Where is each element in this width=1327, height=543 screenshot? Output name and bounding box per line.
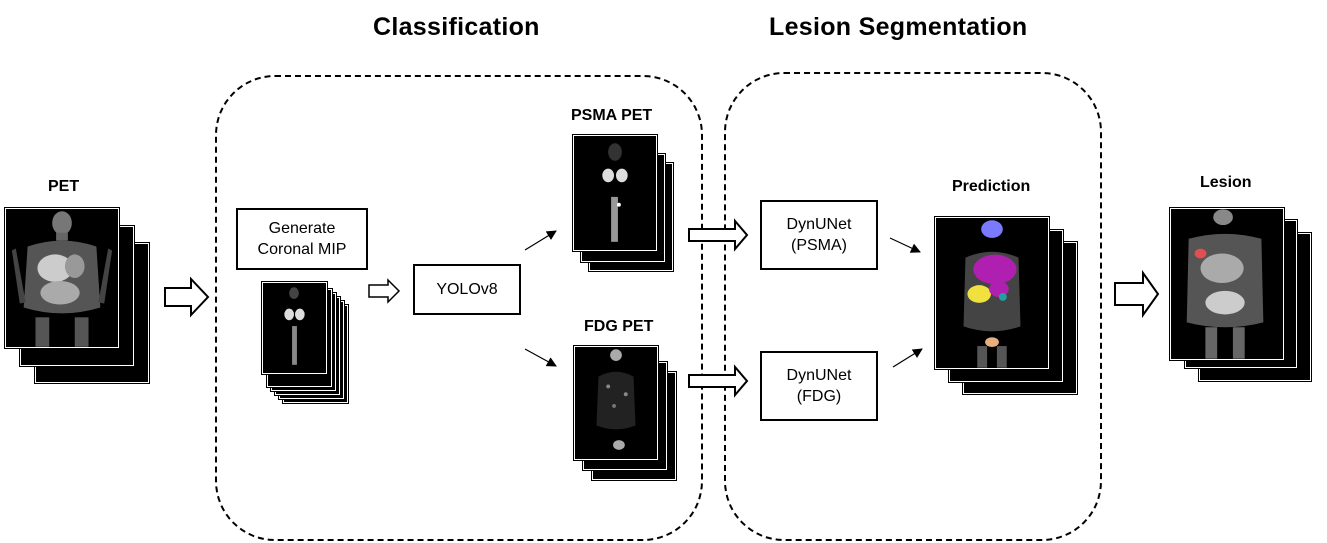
pet-label: PET: [48, 178, 80, 195]
classification-group: [215, 75, 703, 541]
dynunet-fdg-line2: (FDG): [796, 388, 842, 405]
fdg-pet-label: FDG PET: [584, 318, 654, 335]
arrow-fdg-to-prediction: [892, 348, 923, 368]
coronal-mip-image: [262, 282, 327, 374]
generate-coronal-mip-line1: Generate: [268, 220, 336, 237]
block-arrow-icon: [688, 218, 749, 252]
prediction-label: Prediction: [952, 178, 1031, 195]
segmentation-title: Lesion Segmentation: [769, 13, 1028, 41]
dynunet-psma-box: DynUNet (PSMA): [760, 200, 878, 270]
lesion-image: [1170, 208, 1284, 360]
arrow-psma-to-prediction: [889, 237, 921, 253]
generate-coronal-mip-line2: Coronal MIP: [257, 241, 347, 258]
lesion-label: Lesion: [1200, 174, 1252, 191]
block-arrow-icon: [688, 364, 749, 398]
psma-pet-image: [573, 135, 657, 251]
classification-title: Classification: [373, 13, 540, 41]
block-arrow-icon: [1114, 269, 1160, 319]
yolov8-box: YOLOv8: [413, 264, 521, 315]
generate-coronal-mip-box: Generate Coronal MIP: [236, 208, 368, 270]
dynunet-fdg-line1: DynUNet: [786, 367, 852, 384]
arrow-to-psma: [524, 230, 557, 251]
dynunet-psma-line2: (PSMA): [791, 237, 847, 254]
dynunet-fdg-box: DynUNet (FDG): [760, 351, 878, 421]
block-arrow-icon: [368, 278, 401, 304]
pet-image: [5, 208, 119, 348]
yolov8-label: YOLOv8: [436, 281, 498, 298]
arrow-to-fdg: [524, 348, 557, 367]
fdg-pet-image: [574, 346, 658, 460]
psma-pet-label: PSMA PET: [571, 107, 653, 124]
prediction-image: [935, 217, 1049, 369]
dynunet-psma-line1: DynUNet: [786, 216, 852, 233]
segmentation-group: [724, 72, 1102, 541]
block-arrow-icon: [164, 276, 210, 318]
